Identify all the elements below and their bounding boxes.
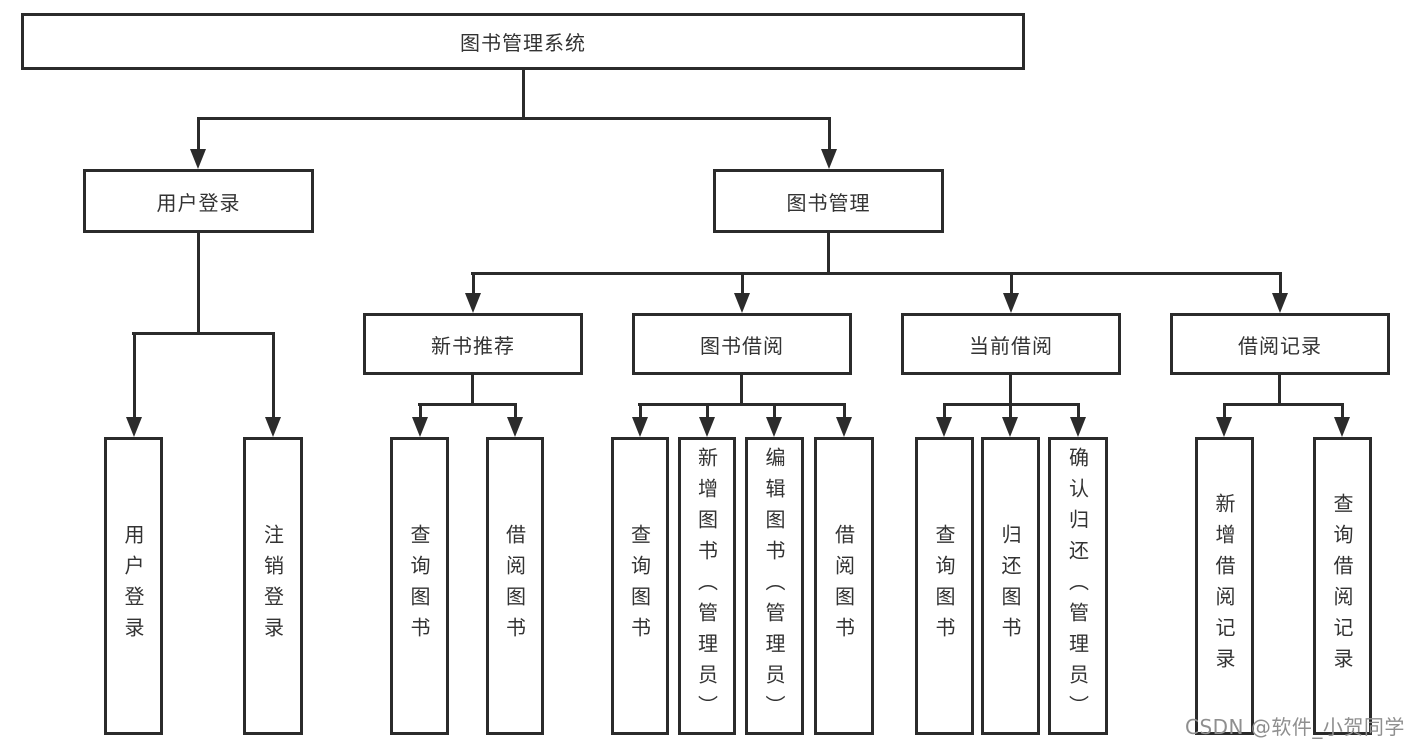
leaf-borrow-add-books-admin: 新增图书（管理员） [678, 437, 736, 735]
arrow-into-leaf-user-login-icon [126, 332, 142, 437]
node-book-borrow: 图书借阅 [632, 313, 852, 375]
arrow-into-borrow-edit-books-icon [766, 403, 782, 437]
connector-level3-rail [471, 272, 1281, 275]
arrow-into-current-borrow-icon [1003, 272, 1019, 313]
leaf-current-query-books: 查询图书 [915, 437, 974, 735]
connector-new-book-recommend-stub [471, 374, 474, 403]
leaf-borrow-edit-books-admin: 编辑图书（管理员） [745, 437, 804, 735]
leaf-current-return-books-label: 归还图书 [998, 524, 1022, 648]
node-current-borrow: 当前借阅 [901, 313, 1121, 375]
arrow-into-current-return-books-icon [1002, 403, 1018, 437]
leaf-current-return-books: 归还图书 [981, 437, 1040, 735]
arrow-into-records-add-record-icon [1216, 403, 1232, 437]
connector-level2-rail [197, 117, 831, 120]
connector-borrow-records-stub [1278, 374, 1281, 403]
arrow-into-book-borrow-icon [734, 272, 750, 313]
node-library-management-system: 图书管理系统 [21, 13, 1025, 70]
arrow-into-new-book-recommend-icon [465, 272, 481, 313]
arrow-into-newrec-borrow-books-icon [507, 403, 523, 437]
arrow-into-current-confirm-return-icon [1070, 403, 1086, 437]
leaf-newrec-borrow-books-label: 借阅图书 [502, 524, 527, 648]
leaf-borrow-borrow-books: 借阅图书 [814, 437, 874, 735]
leaf-newrec-query-books-label: 查询图书 [407, 524, 431, 648]
node-book-management: 图书管理 [713, 169, 944, 233]
leaf-records-add-record: 新增借阅记录 [1195, 437, 1254, 735]
leaf-newrec-borrow-books: 借阅图书 [486, 437, 544, 735]
leaf-borrow-edit-books-admin-label: 编辑图书（管理员） [762, 446, 786, 726]
connector-book-borrow-rail [638, 403, 845, 406]
arrow-into-current-query-books-icon [936, 403, 952, 437]
leaf-newrec-query-books: 查询图书 [390, 437, 449, 735]
leaf-borrow-borrow-books-label: 借阅图书 [831, 524, 856, 648]
connector-current-borrow-rail [943, 403, 1080, 406]
node-new-book-recommend: 新书推荐 [363, 313, 583, 375]
arrow-into-leaf-logout-icon [265, 332, 281, 437]
leaf-records-query-record: 查询借阅记录 [1313, 437, 1372, 735]
leaf-records-query-record-label: 查询借阅记录 [1330, 493, 1354, 679]
connector-book-management-stub [827, 233, 830, 272]
leaf-current-query-books-label: 查询图书 [932, 524, 956, 648]
leaf-borrow-add-books-admin-label: 新增图书（管理员） [694, 446, 719, 726]
connector-new-book-recommend-rail [418, 403, 517, 406]
leaf-borrow-query-books-label: 查询图书 [627, 524, 652, 648]
arrow-into-borrow-records-icon [1272, 272, 1288, 313]
connector-borrow-records-rail [1223, 403, 1344, 406]
arrow-into-newrec-query-books-icon [412, 403, 428, 437]
arrow-into-borrow-borrow-books-icon [836, 403, 852, 437]
connector-root-stub [522, 69, 525, 117]
leaf-borrow-query-books: 查询图书 [611, 437, 669, 735]
node-user-login: 用户登录 [83, 169, 314, 233]
connector-user-login-stub [197, 233, 200, 332]
leaf-logout: 注销登录 [243, 437, 303, 735]
connector-current-borrow-stub [1009, 374, 1012, 403]
arrow-into-book-management-icon [821, 117, 837, 169]
arrow-into-records-query-record-icon [1334, 403, 1350, 437]
arrow-into-borrow-add-books-icon [699, 403, 715, 437]
connector-user-login-rail [132, 332, 275, 335]
leaf-logout-label: 注销登录 [260, 524, 285, 648]
leaf-user-login: 用户登录 [104, 437, 163, 735]
leaf-records-add-record-label: 新增借阅记录 [1212, 493, 1236, 679]
csdn-watermark: CSDN @软件_小贺同学 [1185, 715, 1405, 739]
leaf-current-confirm-return-admin-label: 确认归还（管理员） [1065, 446, 1090, 726]
arrow-into-user-login-icon [190, 117, 206, 169]
connector-book-borrow-stub [740, 374, 743, 403]
leaf-user-login-label: 用户登录 [121, 524, 145, 648]
leaf-current-confirm-return-admin: 确认归还（管理员） [1048, 437, 1108, 735]
arrow-into-borrow-query-books-icon [632, 403, 648, 437]
node-borrow-records: 借阅记录 [1170, 313, 1390, 375]
